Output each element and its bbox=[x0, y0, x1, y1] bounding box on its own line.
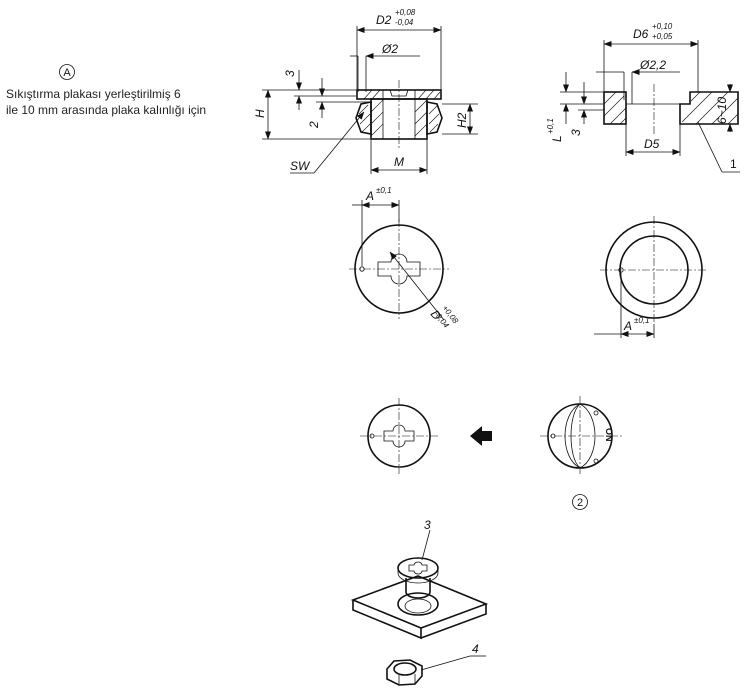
d6-label: D6 bbox=[633, 27, 649, 41]
hex-nut-hole bbox=[393, 662, 417, 676]
callout-1: 1 bbox=[730, 157, 737, 171]
body-hatch bbox=[370, 99, 428, 137]
a-label-right: A bbox=[623, 319, 632, 333]
d2-tol-lower: -0,04 bbox=[395, 18, 414, 27]
plate-locating-hole bbox=[618, 267, 624, 273]
plate-hatch bbox=[603, 91, 739, 125]
h-label: H bbox=[253, 109, 267, 118]
d5-label: D5 bbox=[644, 137, 660, 151]
left-cross-section: D2 +0,08 -0,04 Ø2 H 3 2 H2 SW bbox=[253, 8, 478, 174]
flange-hatch bbox=[363, 89, 441, 100]
insert-hole bbox=[369, 433, 375, 439]
sw-label: SW bbox=[290, 159, 311, 173]
insert-slot bbox=[383, 424, 415, 448]
right-cross-section: D6 +0,10 +0,05 Ø2,2 L +0,1 3 6~10 D5 1 bbox=[546, 22, 740, 173]
a-tol-right: ±0,1 bbox=[634, 316, 650, 325]
note-marker-circle: A bbox=[59, 64, 75, 80]
plate-side bbox=[420, 604, 487, 639]
d2-tol-upper: +0,08 bbox=[395, 8, 416, 17]
nut-right bbox=[426, 101, 443, 135]
thickness-label: 6~10 bbox=[715, 97, 729, 124]
hex-nut bbox=[386, 659, 423, 686]
l-tol: +0,1 bbox=[546, 118, 555, 134]
plate-front bbox=[352, 600, 422, 640]
o2-label: Ø2 bbox=[381, 42, 398, 56]
m-label: M bbox=[394, 155, 404, 169]
bolt-slot bbox=[408, 561, 428, 575]
key-pin bbox=[550, 433, 556, 439]
mounting-note: Sıkıştırma plakası yerleştirilmiş 6 ile … bbox=[6, 86, 246, 118]
key-insertion-view: ON 2 bbox=[360, 396, 622, 510]
note-line-2: ile 10 mm arasında plaka kalınlığı için bbox=[6, 103, 207, 117]
d6-tol-upper: +0,10 bbox=[652, 22, 673, 31]
insert-direction-arrow bbox=[470, 426, 492, 446]
note-marker-label: A bbox=[63, 67, 71, 79]
right-plan-view: A ±0,1 bbox=[594, 216, 708, 338]
nut-hatch bbox=[358, 104, 440, 133]
bolt-head bbox=[397, 557, 439, 579]
l-label: L bbox=[550, 135, 564, 142]
plate-right bbox=[679, 91, 739, 125]
callout-2-circle bbox=[572, 494, 588, 510]
locating-hole bbox=[359, 266, 365, 272]
three-label-right: 3 bbox=[569, 129, 583, 136]
d6-tol-lower: +0,05 bbox=[652, 32, 673, 41]
two-label: 2 bbox=[307, 121, 321, 129]
nut-left bbox=[355, 101, 372, 135]
a-label-left: A bbox=[365, 189, 374, 203]
callout-2: 2 bbox=[577, 497, 583, 509]
three-label-left: 3 bbox=[283, 70, 297, 77]
a-tol-left: ±0,1 bbox=[376, 186, 392, 195]
note-line-1: Sıkıştırma plakası yerleştirilmiş 6 bbox=[6, 87, 181, 101]
o22-label: Ø2,2 bbox=[639, 58, 666, 72]
plate-hole bbox=[397, 592, 439, 616]
plate-top bbox=[350, 575, 489, 629]
key-on-text: ON bbox=[604, 428, 614, 442]
assembly-isometric: 3 4 bbox=[350, 518, 489, 686]
callout-4: 4 bbox=[472, 642, 479, 656]
d2-label: D2 bbox=[376, 13, 392, 27]
bolt-shank bbox=[405, 578, 431, 599]
callout-3: 3 bbox=[424, 518, 431, 532]
h2-label: H2 bbox=[455, 112, 469, 128]
left-plan-view: A ±0,1 D +0,08 -0,04 bbox=[349, 186, 460, 330]
